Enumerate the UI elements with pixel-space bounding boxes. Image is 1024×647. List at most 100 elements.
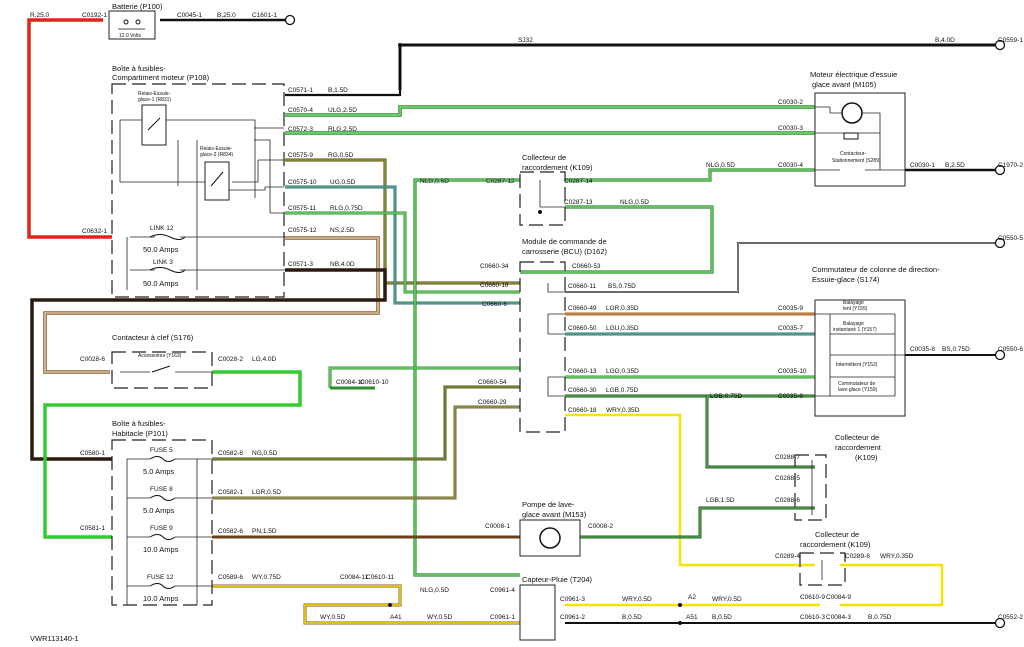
label-nlg05-c: NLG,0.5D [620,199,649,206]
battery-box [108,10,156,40]
terminal-c0550-5 [994,237,1006,249]
conn-c0559-1: C0559-1 [998,37,1023,44]
bfm-title-1: Boîte à fusibles- [112,64,166,73]
label-rlg25: RLG,2.5D [328,126,357,133]
key-title: Contacteur à clef (S176) [112,333,194,342]
wires [27,18,995,625]
bfm-title-2: Compartiment moteur (P108) [112,73,210,82]
wire-wry035 [565,413,815,567]
relay1-box [141,104,167,146]
conn-c0660-11: C0660-11 [568,283,596,290]
label-b05a: B,0.5D [622,614,642,621]
conn-a51: A51 [686,614,698,621]
motor-contact-1: Contacteur- [840,151,866,157]
conn-c0045-1: C0045-1 [177,12,202,19]
relay2-label-a: Relais-Essuie- [200,146,233,152]
pump-title-2: glace avant (M153) [522,510,587,519]
conn-c0084-11: C0084-11 [340,574,368,581]
conn-c0961-4: C0961-4 [490,587,515,594]
conn-c0570-4: C0570-4 [288,107,313,114]
conn-c0660-6: C0660-6 [482,301,507,308]
label-wry035: WRY,0.35D [606,407,640,414]
conn-a2: A2 [688,594,696,601]
label-bs075b: BS,0.75D [942,346,970,353]
conn-c0581-1: C0581-1 [80,525,105,532]
conn-c0192-1: C0192-1 [82,12,107,19]
conn-c0552-2: C0552-2 [998,614,1023,621]
label-bs075: BS,0.75D [608,283,636,290]
wire-r25 [27,18,112,239]
conn-c0610-11: C0610-11 [366,574,394,581]
fuse5-amps: 5.0 Amps [143,467,175,476]
relay1-label-b: glace-1 (R831) [138,97,171,103]
conn-c0008-1: C0008-1 [485,523,510,530]
k109b-title-1: Collecteur de [835,433,879,442]
conn-c0660-53: C0660-53 [572,263,601,270]
conn-c0660-49: C0660-49 [568,305,597,312]
wire-ulg25 [285,105,815,117]
label-lgb075: LGB,0.75D [606,387,638,394]
sw1-label-b: lent (Y155) [843,306,868,312]
wire-wry035b [840,563,944,607]
bfh-box [111,439,213,606]
labels: Batterie (P100) 12.0 Volts R,25.0 C0192-… [30,2,1023,643]
terminals [284,14,1006,629]
label-lgb15: LGB,1.5D [706,497,735,504]
conn-c0660-13: C0660-13 [568,368,597,375]
bfh-title-2: Habitacle (P101) [112,429,168,438]
label-b40: B,4.0D [935,37,955,44]
motor-title-1: Moteur électrique d'essuie [810,70,897,79]
wire-rlg075 [285,211,520,294]
terminal-c0552 [994,617,1006,629]
k109-top-box [519,171,566,226]
fuse12-amps: 10.0 Amps [143,594,179,603]
link3-amps: 50.0 Amps [143,279,179,288]
label-ug05: UG,0.5D [330,179,356,186]
conn-c0610-10: C0610-10 [360,379,389,386]
conn-c0582-6: C0582-6 [218,528,243,535]
label-nb40: NB,4.0D [330,261,355,268]
conn-c0289-4: C0289-4 [775,553,800,560]
label-lgr035: LGR,0.35D [606,305,639,312]
steering-title-2: Essuie-glace (S174) [812,275,880,284]
sw4-label-b: lave-glace (Y159) [838,387,878,393]
k109b-title-2: raccordement [835,443,882,452]
steering-title-1: Commutateur de colonne de direction- [812,265,940,274]
conn-c0610-9: C0610-9 [800,594,825,601]
wire-ns25 [43,236,380,374]
conn-c1970-2: C1970-2 [998,162,1023,169]
conn-c0084-3: C0084-3 [826,614,851,621]
wire-nlg05-top [413,178,520,577]
terminal-c0559 [994,39,1006,51]
sw1-label-a: Balayage [843,300,864,306]
terminal-c0550-6 [994,349,1006,361]
steering-switch-box [814,299,906,417]
conn-c0035-10: C0035-10 [778,368,807,375]
label-pn15: PN,1.5D [252,528,277,535]
conn-c1601-1: C1601-1 [252,12,277,19]
conn-c0961-1: C0961-1 [490,614,515,621]
conn-c0550-6: C0550-6 [998,346,1023,353]
fuse8-amps: 5.0 Amps [143,506,175,515]
conn-c0575-12: C0575-12 [288,227,317,234]
k109a-title-1: Collecteur de [522,153,566,162]
conn-c0287-13: C0287-13 [564,199,593,206]
link12-label: LINK 12 [150,225,174,232]
fuse5-label: FUSE 5 [150,447,173,454]
conn-c0589-6: C0589-6 [218,574,243,581]
label-lgg035: LGG,0.35D [606,368,639,375]
label-lg40: LG,4.0D [252,356,277,363]
conn-c0035-6: C0035-6 [778,393,803,400]
label-wry05b: WRY,0.5D [712,596,742,603]
conn-c0660-30: C0660-30 [568,387,597,394]
relay2-label-b: glace-2 (R834) [200,152,233,158]
label-wry035b: WRY,0.35D [880,553,914,560]
conn-c0287-12: C0287-12 [486,178,515,185]
conn-c0632-1: C0632-1 [82,228,107,235]
label-wy075: WY,0.75D [252,574,281,581]
conn-c0028-2: C0028-2 [218,356,243,363]
conn-c0961-3: C0961-3 [560,596,585,603]
bcu-title-2: carrosserie (BCU) (D162) [522,247,608,256]
conn-c0582-8: C0582-8 [218,450,243,457]
